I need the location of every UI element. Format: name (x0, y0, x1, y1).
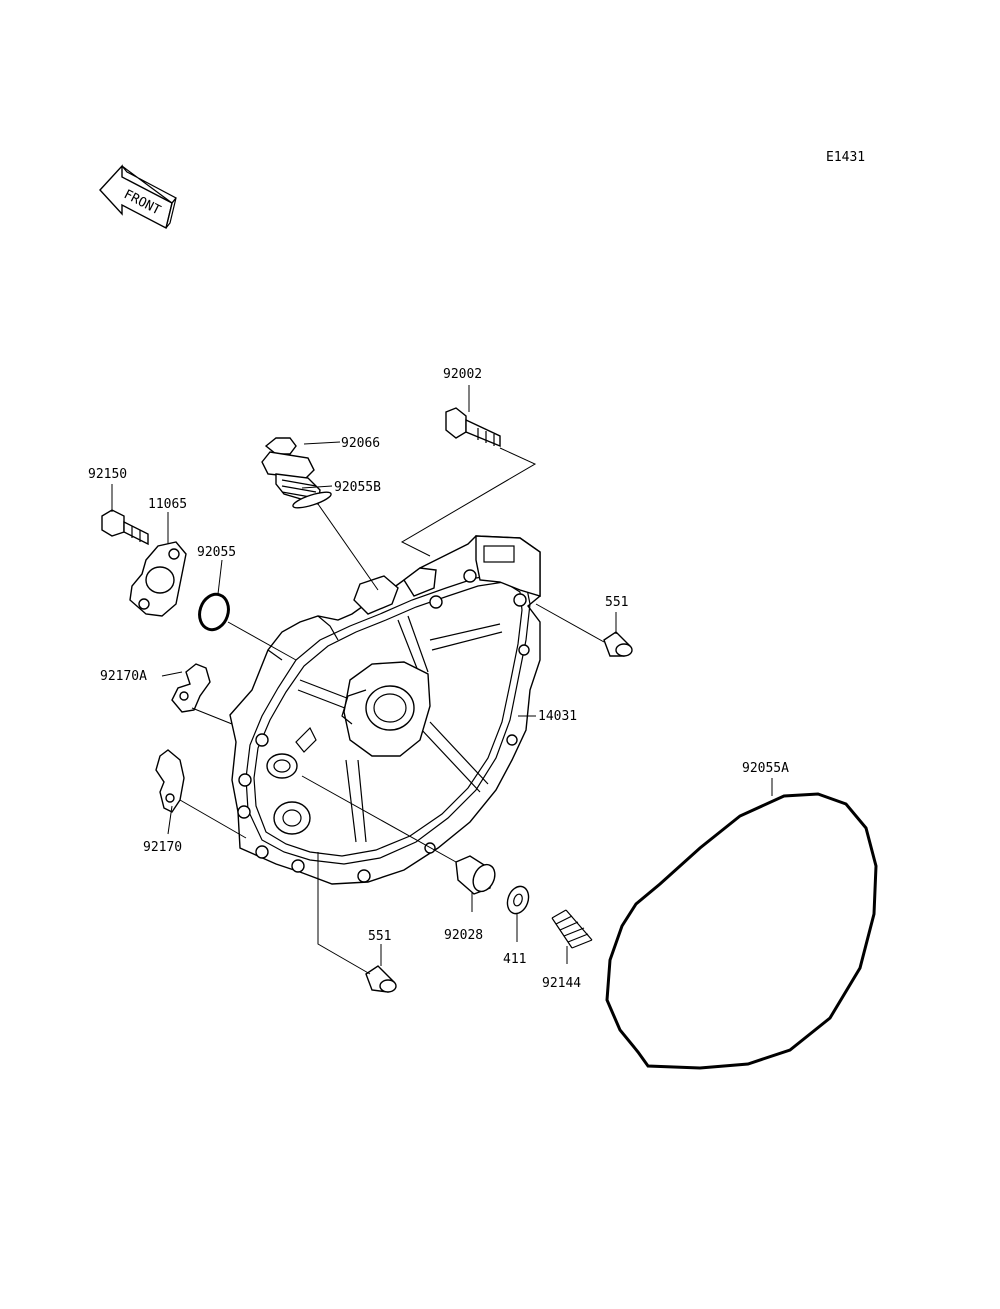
o-ring-92055B (292, 491, 332, 509)
washer-411 (506, 885, 530, 915)
label-92055B: 92055B (334, 480, 381, 495)
clamp-92170A (171, 663, 211, 713)
label-551-top: 551 (605, 595, 628, 610)
label-92144: 92144 (542, 976, 581, 991)
label-92150: 92150 (88, 467, 127, 482)
label-11065: 11065 (148, 497, 187, 512)
spring-92144 (551, 909, 593, 949)
diagram-code: E1431 (826, 150, 865, 165)
label-551-bottom: 551 (368, 929, 391, 944)
o-ring-92055 (198, 592, 230, 632)
label-92170: 92170 (143, 840, 182, 855)
clutch-cover-14031 (229, 535, 541, 885)
dowel-551-bottom (365, 965, 397, 993)
bolt-92002 (445, 407, 501, 448)
front-arrow-icon: FRONT (99, 164, 177, 230)
label-92028: 92028 (444, 928, 483, 943)
gasket-92055A (605, 792, 878, 1070)
bolt-92150 (101, 509, 149, 546)
label-92055A: 92055A (742, 761, 789, 776)
clamp-92170 (155, 749, 185, 813)
label-92066: 92066 (341, 436, 380, 451)
dowel-551-top (603, 631, 633, 657)
label-92055: 92055 (197, 545, 236, 560)
plug-92066 (261, 437, 321, 505)
leader-lines (111, 385, 773, 975)
label-14031: 14031 (538, 709, 577, 724)
label-411: 411 (503, 952, 526, 967)
label-92170A: 92170A (100, 669, 147, 684)
bushing-92028 (455, 855, 496, 895)
label-92002: 92002 (443, 367, 482, 382)
plate-11065 (129, 541, 187, 617)
